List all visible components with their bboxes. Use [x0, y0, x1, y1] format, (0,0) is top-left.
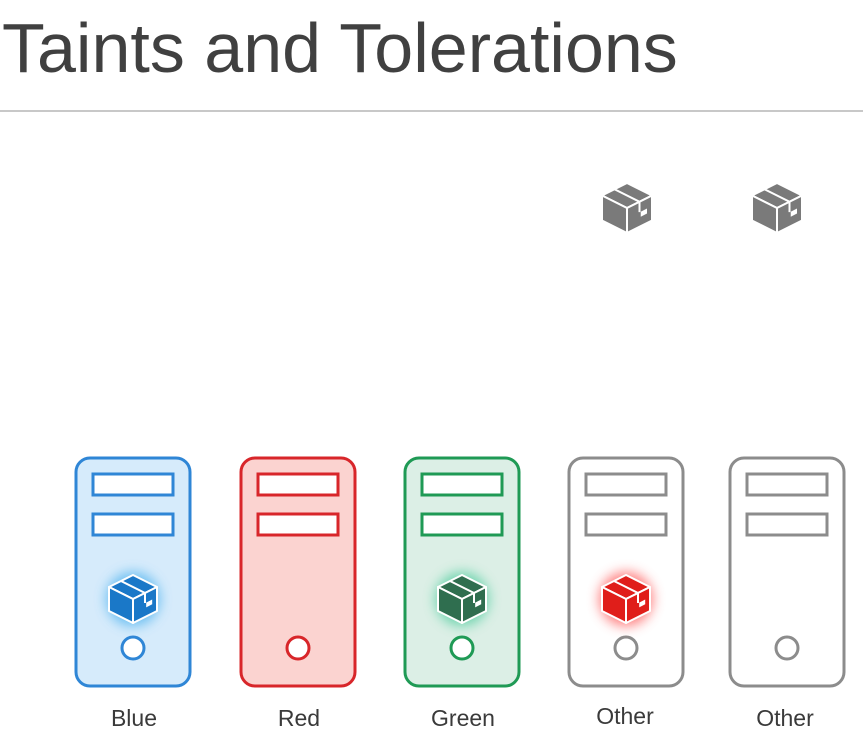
drive-slot — [420, 512, 504, 537]
pending-pod-2 — [751, 182, 803, 234]
node-label-green: Green — [431, 705, 495, 731]
power-button-icon — [449, 635, 475, 661]
node-label-blue: Blue — [110, 705, 158, 731]
node-red — [239, 456, 357, 688]
pod-cube-icon — [601, 182, 653, 234]
node-other-1 — [567, 456, 685, 688]
pod-cube-icon — [437, 574, 487, 624]
node-blue — [74, 456, 192, 688]
drive-slot — [256, 472, 340, 497]
pod-cube-icon — [108, 574, 158, 624]
power-button-icon — [120, 635, 146, 661]
drive-slot — [91, 472, 175, 497]
drive-slot — [420, 472, 504, 497]
node-label-other-2: Other — [756, 705, 814, 731]
node-label-other-1: Other — [596, 703, 654, 729]
node-other-2 — [728, 456, 846, 688]
pending-pod-1 — [601, 182, 653, 234]
drive-slot — [256, 512, 340, 537]
power-button-icon — [613, 635, 639, 661]
pod-cube-icon — [751, 182, 803, 234]
drive-slot — [745, 512, 829, 537]
node-label-red: Red — [277, 705, 321, 731]
power-button-icon — [774, 635, 800, 661]
drive-slot — [584, 472, 668, 497]
page-title: Taints and Tolerations — [2, 9, 678, 87]
node-green — [403, 456, 521, 688]
drive-slot — [584, 512, 668, 537]
pod-cube-icon — [601, 574, 651, 624]
drive-slot — [745, 472, 829, 497]
title-divider — [0, 110, 863, 112]
drive-slot — [91, 512, 175, 537]
power-button-icon — [285, 635, 311, 661]
